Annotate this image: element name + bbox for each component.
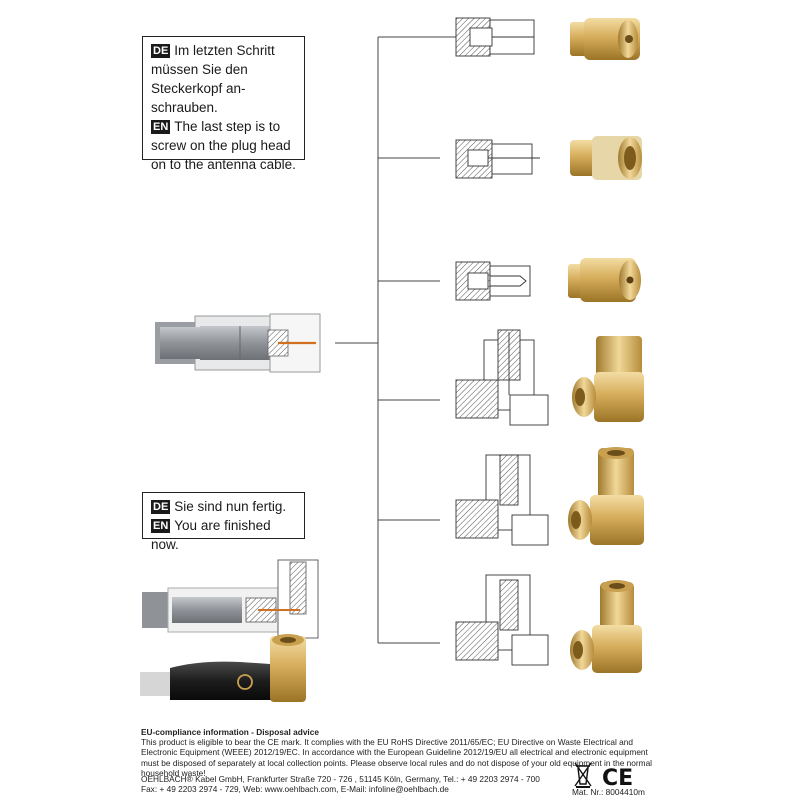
gold-connector-2 [570, 136, 642, 180]
ce-mark-icon: CE [602, 766, 633, 791]
gold-connector-5-angled [568, 447, 644, 545]
cable-with-sleeve-drawing [155, 313, 321, 373]
footer-compliance: EU-compliance information - Disposal adv… [141, 727, 661, 778]
connector-drawing-3 [455, 261, 531, 301]
lang-tag-de: DE [151, 44, 171, 58]
connector-drawing-1 [440, 17, 535, 57]
gold-connector-1 [570, 18, 640, 60]
compliance-marks: CE [574, 762, 633, 791]
lang-tag-en: EN [151, 519, 171, 533]
material-number: Mat. Nr.: 8004410m [572, 787, 645, 797]
footer-address: OEHLBACH® Kabel GmbH, Frankfurter Straße… [141, 774, 540, 784]
footer-fax-web-email: Fax: + 49 2203 2974 - 729, Web: www.oehl… [141, 784, 449, 795]
finished-text-de: Sie sind nun fertig. [174, 499, 287, 514]
gold-connector-6-angled [570, 580, 642, 673]
footer-title: EU-compliance information - Disposal adv… [141, 727, 319, 737]
finished-cable-drawing [142, 559, 319, 639]
lang-tag-de: DE [151, 500, 171, 514]
connector-bracket-lines [335, 36, 440, 644]
connector-drawing-2 [455, 139, 540, 179]
connector-drawing-5 [455, 454, 549, 546]
instruction-text-de: Im letzten Schritt müssen Sie den Stecke… [151, 43, 275, 115]
lang-tag-en: EN [151, 120, 171, 134]
instruction-text-en: The last step is to screw on the plug he… [151, 119, 296, 172]
footer-contact: OEHLBACH® Kabel GmbH, Frankfurter Straße… [141, 774, 601, 794]
gold-connector-4-angled [572, 336, 644, 422]
footer-body: This product is eligible to bear the CE … [141, 737, 653, 778]
finished-text-en: You are finished now. [151, 518, 271, 552]
connector-drawing-4 [455, 329, 549, 426]
weee-bin-icon [574, 762, 592, 788]
gold-connector-3 [568, 258, 641, 302]
connector-drawing-6 [455, 574, 549, 666]
finished-cable-photo [140, 634, 306, 702]
